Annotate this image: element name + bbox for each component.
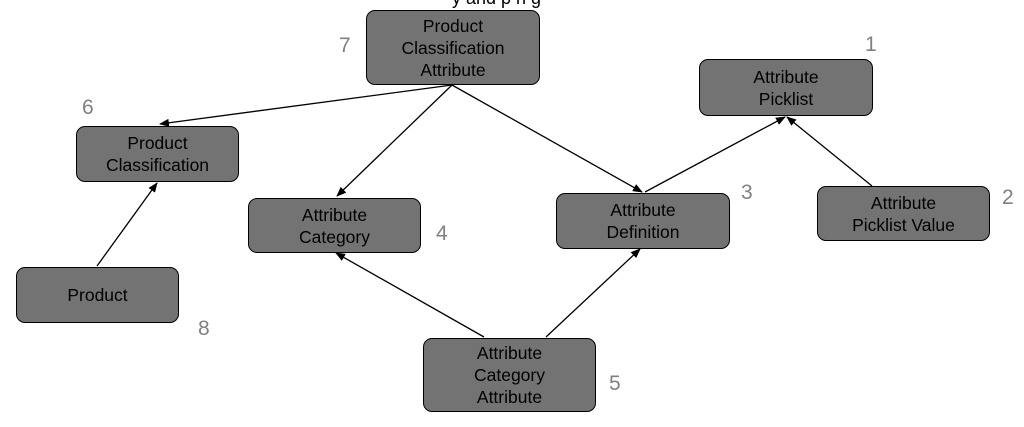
node-attribute-picklist[interactable]: Attribute Picklist [699, 59, 873, 116]
arrow-pca-to-pc [159, 84, 453, 127]
number-2: 2 [1002, 186, 1014, 209]
arrow-product-to-pc [96, 182, 158, 267]
arrow-cat-attr-to-definition [545, 248, 641, 338]
node-attribute-category[interactable]: Attribute Category [248, 198, 421, 253]
number-4: 4 [436, 222, 448, 245]
number-5: 5 [609, 372, 621, 395]
number-3: 3 [741, 181, 753, 204]
node-attribute-definition[interactable]: Attribute Definition [556, 193, 730, 249]
number-8: 8 [198, 317, 210, 340]
number-1: 1 [865, 33, 877, 56]
arrow-cat-attr-to-category [335, 252, 485, 338]
arrow-pca-to-category [336, 84, 453, 197]
arrow-pca-to-definition [451, 84, 643, 193]
node-attribute-picklist-value[interactable]: Attribute Picklist Value [817, 186, 990, 241]
node-product-classification-attribute[interactable]: Product Classification Attribute [366, 10, 540, 85]
arrow-definition-to-picklist [644, 116, 786, 193]
node-product-classification[interactable]: Product Classification [76, 126, 239, 182]
header-cut-text: y and p n g [452, 0, 541, 9]
number-6: 6 [82, 96, 94, 119]
node-product[interactable]: Product [16, 267, 179, 323]
arrow-picklist-value-to-picklist [786, 116, 873, 187]
node-attribute-category-attribute[interactable]: Attribute Category Attribute [423, 338, 596, 412]
number-7: 7 [339, 34, 351, 57]
